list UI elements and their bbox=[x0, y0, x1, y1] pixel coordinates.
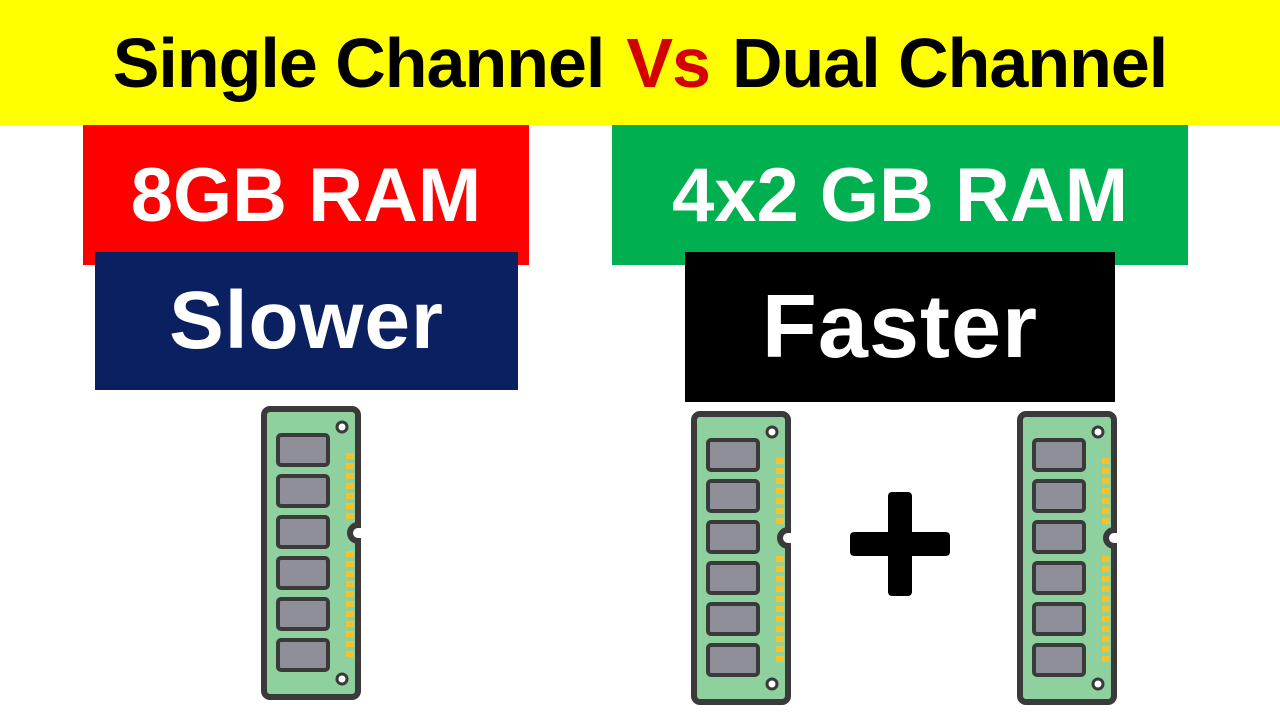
right-capacity-label: 4x2 GB RAM bbox=[612, 125, 1188, 265]
title-vs: Vs bbox=[626, 23, 711, 102]
left-speed-label: Slower bbox=[95, 252, 518, 390]
left-capacity-label: 8GB RAM bbox=[83, 125, 529, 265]
title-banner: Single Channel Vs Dual Channel bbox=[0, 0, 1280, 125]
plus-icon bbox=[850, 492, 950, 601]
ram-module-icon bbox=[690, 410, 796, 711]
ram-module-icon bbox=[260, 405, 366, 706]
title-dual-channel: Dual Channel bbox=[731, 23, 1168, 102]
title-single-channel: Single Channel bbox=[112, 23, 606, 102]
right-speed-label: Faster bbox=[685, 252, 1115, 402]
ram-module-icon bbox=[1016, 410, 1122, 711]
